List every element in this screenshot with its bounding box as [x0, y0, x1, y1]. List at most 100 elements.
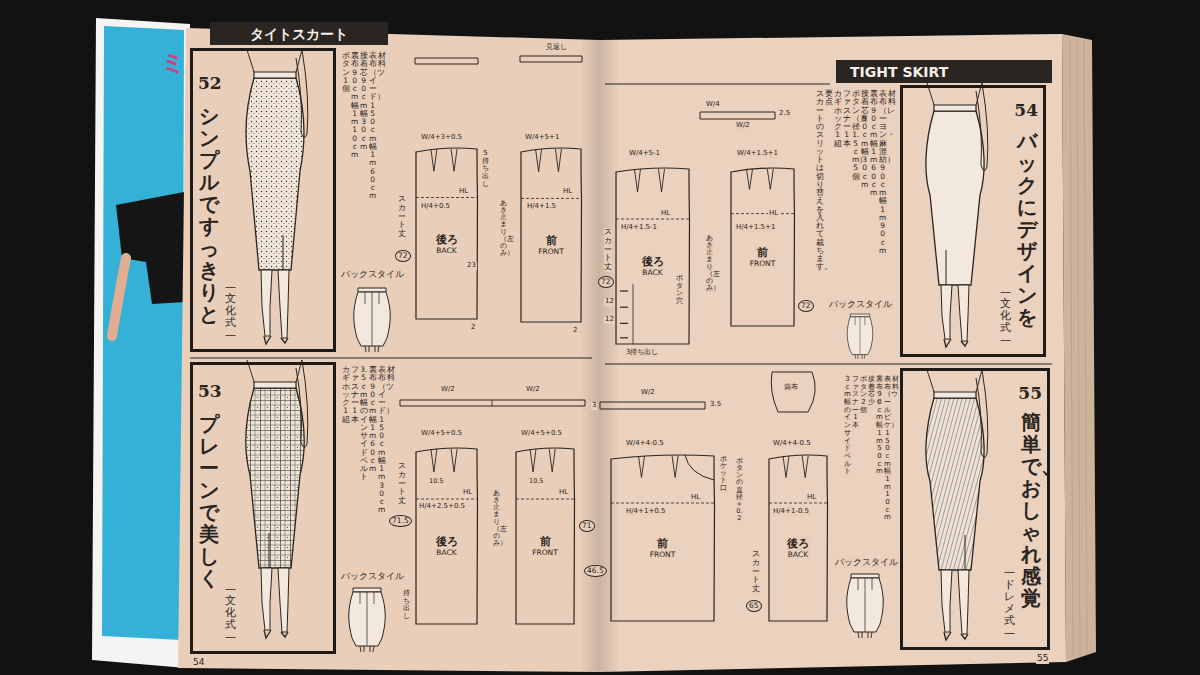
blouse-line	[247, 50, 302, 72]
skirt-outline	[847, 578, 884, 632]
vertical-note: あき止まり（左のみ）	[706, 235, 713, 292]
pattern-outline	[616, 168, 690, 344]
dimension-label: 袋布	[783, 384, 799, 392]
vertical-note: ボタン（直径1.5cm）5個	[852, 90, 860, 181]
section-header-bar: TIGHT SKIRT	[836, 60, 1052, 83]
dart	[451, 149, 457, 171]
vertical-note: 3cm幅のインサイドベルト	[844, 376, 851, 476]
vertical-note: ボタン穴	[676, 275, 683, 306]
vertical-note: スカート丈	[604, 228, 612, 272]
vertical-note: ファスナー1本	[852, 376, 859, 430]
waistband	[934, 392, 976, 398]
vertical-note: スカート丈	[398, 195, 406, 239]
button-hole	[620, 323, 628, 324]
waistband-piece	[700, 112, 775, 119]
illustration-panel: 54バックにデザインを—文化式—	[900, 85, 1046, 357]
pattern-outline	[416, 148, 478, 319]
back-view-figure	[847, 574, 884, 638]
dart	[672, 456, 678, 478]
dart	[451, 449, 457, 472]
leg	[365, 346, 379, 352]
pattern-outline	[521, 148, 582, 322]
dimension-label: W/4+4-0.5	[772, 440, 812, 448]
cover-page	[92, 18, 190, 668]
dimension-label: H/4+1.5+1	[735, 224, 776, 232]
vertical-note: カギホック1組	[342, 366, 350, 424]
leg	[855, 355, 865, 359]
illustration-panel: 53プレーンで美しく—文化式—	[190, 362, 336, 654]
skirt-outline	[246, 78, 304, 270]
pattern-outline	[416, 448, 478, 624]
node-text: FRONT	[531, 548, 559, 557]
back-pattern-piece: 後ろBACK	[615, 165, 690, 345]
dimension-label: 23	[466, 262, 477, 270]
circled-dimension: 72	[798, 300, 814, 312]
right-page	[600, 34, 1066, 672]
shoe	[281, 338, 288, 343]
dimension-label: HL	[768, 210, 779, 218]
dimension-label: 2.5	[778, 110, 791, 118]
dimension-label: バックスタイル	[834, 558, 899, 568]
waistband	[851, 574, 879, 578]
section-divider	[605, 84, 830, 85]
node-text: 簡単で、おしゃれ感覚	[1021, 411, 1041, 609]
vertical-note: スカートのスリットは切り替えを入れて裁ちます。	[816, 90, 824, 272]
dimension-label: 2	[572, 327, 578, 335]
node-text: FRONT	[537, 247, 565, 256]
back-view-figure	[847, 314, 873, 359]
fashion-figure	[246, 360, 308, 638]
illustration-panel: 55簡単で、おしゃれ感覚—ドレメ式—	[900, 368, 1050, 650]
vertical-note: 材料	[387, 366, 395, 383]
vertical-note: 裏布90cm幅1m10cm	[351, 52, 359, 159]
shoe	[264, 336, 271, 344]
dimension-label: 54	[192, 658, 205, 668]
center-back-seam	[367, 592, 368, 646]
node-text: —文化式—	[225, 583, 236, 643]
vertical-note: 裏布90cm幅1m60cm	[870, 90, 878, 197]
node-text: BACK	[641, 268, 663, 277]
leg	[278, 568, 289, 632]
dimension-label: HL	[562, 188, 573, 196]
vertical-note: 5持ち出し	[482, 150, 489, 188]
vertical-note: 材料	[888, 90, 896, 107]
arm	[296, 360, 308, 448]
dimension-label: 55	[1036, 654, 1049, 664]
dimension-label: HL	[558, 489, 569, 497]
node-heading: 前	[545, 234, 558, 247]
leg	[858, 632, 872, 638]
shoe	[944, 632, 951, 640]
dimension-label: 12	[604, 316, 615, 324]
hip-line	[611, 503, 714, 504]
node-heading: 後ろ	[435, 535, 459, 548]
dimension-label: 10.5	[528, 478, 544, 485]
vertical-note: ボタン1個	[342, 52, 350, 93]
vertical-note: 要点	[825, 90, 833, 107]
dimension-label: バックスタイル	[828, 300, 893, 310]
facing-piece	[520, 56, 582, 62]
dart	[639, 456, 645, 478]
section-divider	[190, 357, 592, 358]
circled-dimension: 65	[746, 600, 762, 612]
node-text: FRONT	[649, 550, 677, 559]
dimension-label: H/4+2.5+0.5	[418, 503, 466, 511]
back-view-figure	[354, 288, 391, 352]
vertical-note: カギホック1組	[834, 90, 842, 148]
circled-dimension: 71	[579, 520, 595, 532]
circled-dimension: 72	[395, 250, 411, 262]
leg	[360, 646, 374, 652]
waistband	[850, 314, 870, 317]
vertical-note: スカート丈	[752, 550, 760, 594]
blouse-line	[927, 370, 982, 392]
vertical-note: あき止まり（左のみ）	[500, 200, 507, 257]
waistband	[358, 288, 386, 292]
node-text: BACK	[435, 246, 457, 255]
button-hole	[620, 337, 628, 338]
waistband-piece	[400, 400, 585, 406]
circled-dimension: 46.5	[584, 565, 607, 577]
dimension-label: W/2	[525, 386, 541, 394]
dimension-label: 2	[470, 324, 476, 332]
dart	[659, 169, 665, 192]
dart	[360, 592, 374, 604]
vertical-note: 表布（ウールピケ）150cm幅1m10cm	[884, 376, 891, 522]
